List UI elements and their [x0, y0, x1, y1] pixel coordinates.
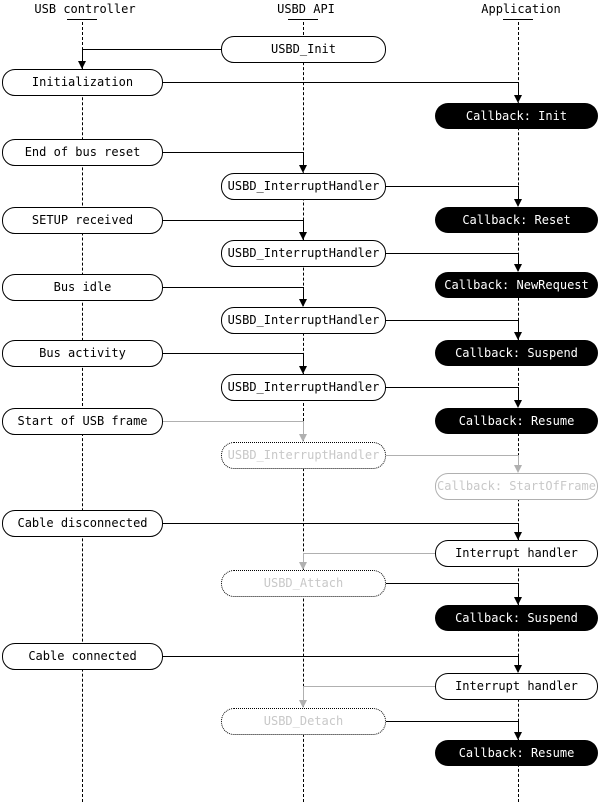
connector-line — [303, 553, 304, 563]
callback-box-suspend-2: Callback: Suspend — [435, 605, 598, 631]
arrow-down-icon — [299, 299, 307, 307]
arrow-down-icon — [299, 232, 307, 240]
callback-box-resume-1: Callback: Resume — [435, 408, 598, 434]
arrow-down-icon — [514, 95, 522, 103]
callback-box-startofframe: Callback: StartOfFrame — [435, 473, 598, 500]
arrow-down-icon — [299, 165, 307, 173]
lifeline-label-application: Application — [481, 2, 561, 16]
arrow-down-icon — [299, 700, 307, 708]
connector-line — [518, 721, 519, 733]
lifeline-underline — [67, 19, 97, 20]
connector-line — [518, 186, 519, 200]
event-box-bus-idle: Bus idle — [2, 274, 163, 301]
connector-line — [303, 287, 304, 300]
api-box-interrupt-handler-4: USBD_InterruptHandler — [221, 374, 386, 401]
connector-line — [82, 49, 83, 62]
connector-line — [303, 353, 304, 367]
connector-line — [518, 583, 519, 598]
arrow-down-icon — [514, 332, 522, 340]
event-box-bus-activity: Bus activity — [2, 340, 163, 367]
connector-line — [518, 320, 519, 333]
connector-line — [386, 186, 518, 187]
lifeline-underline — [503, 19, 533, 20]
arrow-down-icon — [514, 532, 522, 540]
connector-line — [386, 253, 518, 254]
lifeline-label-usb-controller: USB controller — [34, 2, 136, 16]
connector-line — [518, 82, 519, 96]
connector-line — [303, 421, 304, 435]
connector-line — [82, 49, 221, 50]
lifeline-usbd-api — [303, 22, 304, 802]
connector-line — [163, 421, 303, 422]
event-box-initialization: Initialization — [2, 69, 163, 96]
connector-line — [163, 353, 303, 354]
connector-line — [163, 82, 518, 83]
arrow-down-icon — [514, 199, 522, 207]
connector-line — [163, 523, 518, 524]
app-box-interrupt-handler-1: Interrupt handler — [435, 540, 598, 567]
api-box-interrupt-handler-2: USBD_InterruptHandler — [221, 240, 386, 267]
callback-box-resume-2: Callback: Resume — [435, 740, 598, 766]
callback-box-reset: Callback: Reset — [435, 207, 598, 233]
connector-line — [518, 253, 519, 265]
connector-line — [386, 387, 518, 388]
arrow-down-icon — [514, 665, 522, 673]
connector-line — [386, 320, 518, 321]
event-box-end-of-bus-reset: End of bus reset — [2, 139, 163, 166]
api-box-usbd-init: USBD_Init — [221, 36, 386, 63]
connector-line — [518, 387, 519, 401]
arrow-down-icon — [299, 562, 307, 570]
event-box-cable-disconnected: Cable disconnected — [2, 510, 163, 537]
arrow-down-icon — [299, 366, 307, 374]
app-box-interrupt-handler-2: Interrupt handler — [435, 673, 598, 700]
event-box-cable-connected: Cable connected — [2, 643, 163, 670]
connector-line — [518, 455, 519, 466]
connector-line — [518, 523, 519, 533]
arrow-down-icon — [514, 400, 522, 408]
connector-line — [386, 455, 518, 456]
connector-line — [163, 656, 518, 657]
api-box-interrupt-handler-3: USBD_InterruptHandler — [221, 307, 386, 334]
api-box-interrupt-handler-inactive: USBD_InterruptHandler — [221, 442, 386, 469]
connector-line — [386, 583, 518, 584]
api-box-interrupt-handler-1: USBD_InterruptHandler — [221, 173, 386, 200]
lifeline-underline — [288, 19, 318, 20]
connector-line — [163, 287, 303, 288]
connector-line — [386, 721, 518, 722]
connector-line — [303, 686, 435, 687]
arrow-down-icon — [514, 465, 522, 473]
lifeline-label-usbd-api: USBD API — [277, 2, 335, 16]
callback-box-newrequest: Callback: NewRequest — [435, 272, 598, 298]
callback-box-suspend-1: Callback: Suspend — [435, 340, 598, 366]
api-box-usbd-attach: USBD_Attach — [221, 570, 386, 597]
event-box-start-of-usb-frame: Start of USB frame — [2, 408, 163, 435]
event-box-setup-received: SETUP received — [2, 207, 163, 234]
callback-box-init: Callback: Init — [435, 103, 598, 129]
connector-line — [518, 656, 519, 666]
connector-line — [303, 152, 304, 166]
connector-line — [303, 686, 304, 701]
arrow-down-icon — [514, 597, 522, 605]
connector-line — [303, 220, 304, 233]
connector-line — [163, 152, 303, 153]
arrow-down-icon — [78, 61, 86, 69]
api-box-usbd-detach: USBD_Detach — [221, 708, 386, 735]
arrow-down-icon — [514, 264, 522, 272]
arrow-down-icon — [514, 732, 522, 740]
arrow-down-icon — [299, 434, 307, 442]
connector-line — [163, 220, 303, 221]
connector-line — [303, 553, 435, 554]
